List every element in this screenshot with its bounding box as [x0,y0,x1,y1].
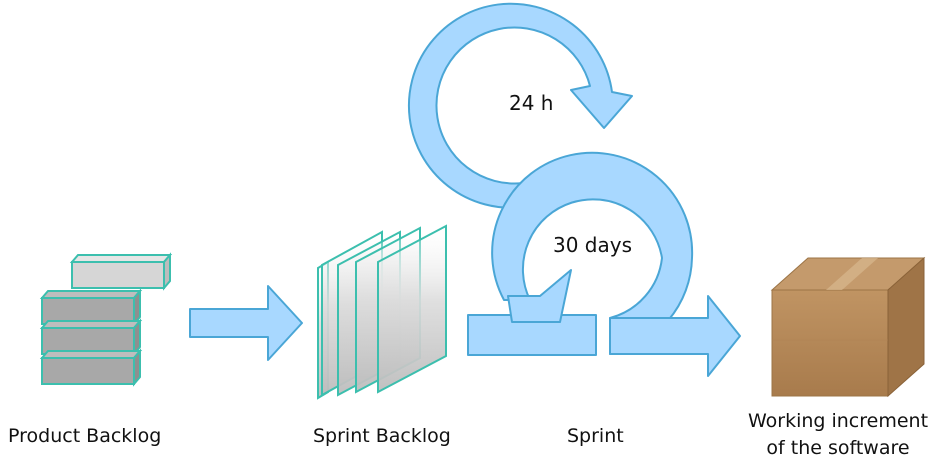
backlog-block-1 [39,288,143,327]
sprint-loop-label: 30 days [553,233,632,257]
flow-arrow-1 [189,285,303,361]
sprint-label: Sprint [567,425,624,447]
product-backlog-label: Product Backlog [8,425,162,447]
sprint-backlog-label: Sprint Backlog [313,425,451,447]
sprint-backlog-sheets [317,224,447,400]
increment-label-line1: Working increment [747,410,929,432]
increment-label-line2: of the software [766,437,910,459]
backlog-block-3 [39,348,143,387]
backlog-block-top [69,252,173,291]
daily-loop-arrow [408,2,633,209]
product-box [770,256,926,398]
daily-loop-label: 24 h [509,91,553,115]
product-backlog-stack [39,252,173,387]
backlog-block-2 [39,318,143,357]
sprint-loop-arrow [467,151,741,377]
